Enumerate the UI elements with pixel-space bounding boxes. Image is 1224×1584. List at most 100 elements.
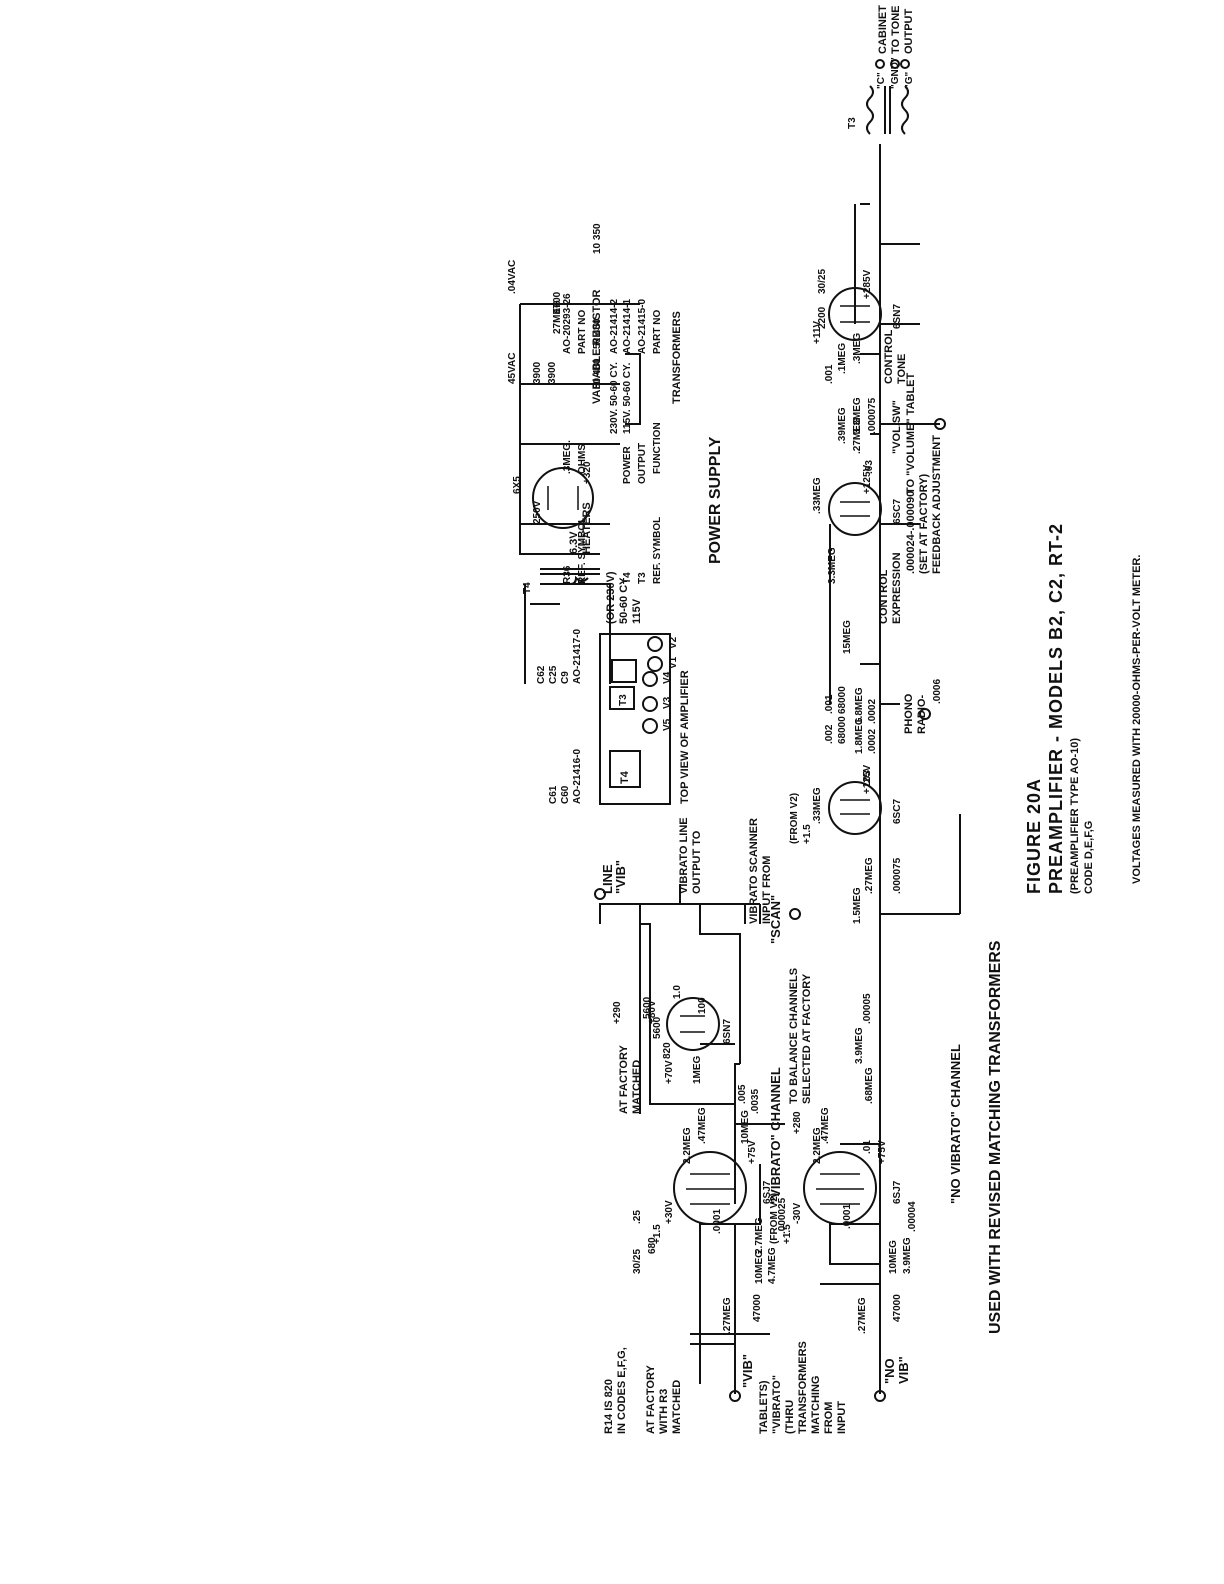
v3a-plate: +80V [647,1000,658,1024]
val-r29: 15MEG [842,620,853,654]
val-r24: .33MEG [812,787,823,824]
terminal-gnd[interactable] [890,59,900,69]
val-r27: 1.8MEG [854,687,865,724]
tt-r2-func: POWER [622,445,633,484]
top-view-v2-label: V2 [668,636,679,649]
val-r20: 5600 [652,1016,663,1039]
no-vib-terminal-label-1: VIB" [896,1356,911,1384]
tt-r2-ref: T4 [622,572,633,584]
top-view-t4: T4 [619,770,631,784]
feedback-0: FEEDBACK ADJUSTMENT [931,435,943,574]
matched-r3-label-1: WITH R3 [658,1389,670,1434]
voltage-labels: +75V -30V +1.5 (FROM V2) +75V +30V +1.5 … [507,260,888,1244]
terminal-c[interactable] [875,59,885,69]
v3b-plate: +285V [862,269,873,299]
g-term-label: "G" [904,71,915,89]
top-view-v4-label: V4 [662,671,673,684]
b280-label: +280 [792,1111,803,1134]
top-view-v5-label: V5 [662,718,673,731]
val-c2: .01 [862,1140,873,1154]
no-vib-channel-label: "NO VIBRATO" CHANNEL [948,1044,963,1204]
val-c25: 30/25 [817,269,828,294]
figure-type: (PREAMPLIFIER TYPE AO-10) [1069,738,1081,894]
vib-channel-label: "VIBRATO" CHANNEL [768,1067,783,1204]
val-r3: 10MEG [888,1240,899,1274]
tt-h-ref: REF. SYMBOL [652,517,663,584]
val-c10: .25 [632,1210,643,1224]
input-matching-label-1: FROM [823,1402,835,1434]
terminal-vib[interactable] [729,1390,741,1402]
vib-terminal-label: "VIB" [740,1354,755,1388]
mains-1: 50-60 CY [618,577,630,624]
transformers-title: TRANSFORMERS [671,311,683,404]
terminal-vib-line[interactable] [594,888,606,900]
val-r21: 5600 [642,996,653,1019]
figure-caption: FIGURE 20A PREAMPLIFIER - MODELS B2, C2,… [1024,523,1095,894]
tt-r1-part: AO-21415-0 [637,299,648,354]
val-r57: 100 [697,997,708,1014]
output-tone-2: CABINET [877,5,889,54]
top-view-right-1: C9 [560,671,571,684]
top-view-v5 [642,718,658,734]
terminal-g[interactable] [900,59,910,69]
val-v2: 6SJ7 [762,1180,773,1204]
tube-v1 [803,1151,877,1225]
val-c61: 50 400 [592,318,603,349]
val-c23: .000075 [867,397,878,434]
output-tone-1: TO TONE [890,6,902,55]
val-c1: .00004 [907,1201,918,1232]
terminals [594,59,946,1402]
vacuum-tubes [532,287,882,1225]
rt-h-ref: REF. SYMBOL [577,517,588,584]
val-c6: .00005 [862,993,873,1024]
val-r28: 68000 [837,686,848,714]
v1-from: (FROM V2) [769,1193,780,1244]
val-r11: 4.7MEG [767,1247,778,1284]
val-r9: .68MEG [864,1067,875,1104]
rt-h-part: PART NO [577,310,588,354]
component-values: .27MEG 3.9MEG 10MEG 47000 .00004 .01 .00… [512,117,943,1334]
no-vib-terminal-label-0: "NO [882,1358,897,1384]
tt-r2-part: AO-21414-1 [622,299,633,354]
val-r61: 4700 [552,291,563,314]
top-view-title: TOP VIEW OF AMPLIFIER [679,670,691,804]
wiring [519,144,961,1394]
tone-control-1: CONTROL [883,329,895,384]
v2-plate: +75V [747,1140,758,1164]
tt-h-function: FUNCTION [652,422,663,474]
terminal-radio-phono[interactable] [919,708,931,720]
c-term-label: "C" [876,72,887,89]
val-r59: 3900 [547,361,558,384]
top-view-t3-box [609,686,635,710]
val-c3: .0001 [842,1204,853,1229]
vib-line-terminal-1: LINE [600,864,615,894]
transformer-t4 [540,568,600,585]
terminal-scan[interactable] [789,908,801,920]
val-v4a: 6SC7 [892,799,903,824]
figure-code: CODE D,E,F,G [1083,821,1095,894]
rt-r1-ref: R36 [562,565,573,584]
top-view-chassis [599,633,671,805]
tt-r3-spec: 230V. 50-60 CY. [609,362,620,434]
top-view-right-3: C62 [536,665,547,684]
rt-r1-part: AO-20293-26 [562,293,573,354]
val-r6: 2.2MEG [812,1127,823,1164]
terminal-no-vib[interactable] [874,1390,886,1402]
val-c13: 1.0 [672,985,683,999]
val-r15: 10MEG [740,1110,751,1144]
val-r25: 1.8MEG [854,717,865,754]
top-view-left-2: C61 [548,785,559,804]
terminal-vol-sw[interactable] [934,418,946,430]
val-r16: 2.2MEG [682,1127,693,1164]
val-v1: 6SJ7 [892,1180,903,1204]
signal-labels: "NO VIBRATO" CHANNEL "VIBRATO" CHANNEL I… [536,5,1143,1434]
val-c19: .0002 [867,699,878,724]
val-r18: 1MEG [692,1055,703,1084]
val-c16: .03 [862,770,873,784]
val-r60: 27MEG [552,300,563,334]
matched-r3-label-0: MATCHED [671,1380,683,1434]
val-c63: .0006 [932,679,943,704]
ac45-label: 45VAC [507,353,518,385]
